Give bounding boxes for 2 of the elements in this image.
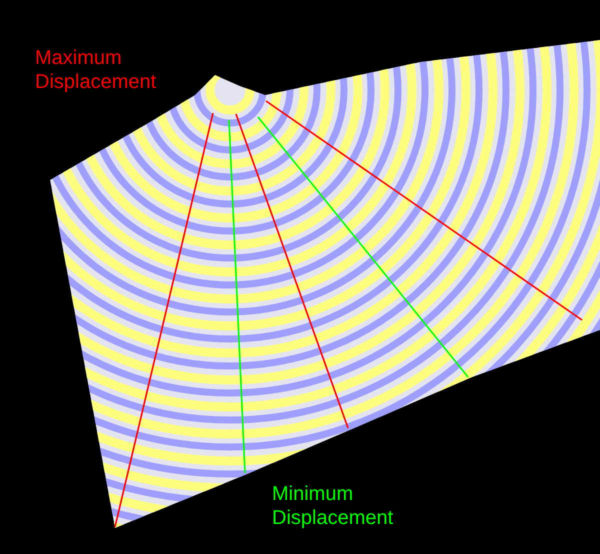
annotation-label: Minimum Displacement xyxy=(272,482,394,530)
annotation-label: Maximum Displacement xyxy=(35,46,158,94)
